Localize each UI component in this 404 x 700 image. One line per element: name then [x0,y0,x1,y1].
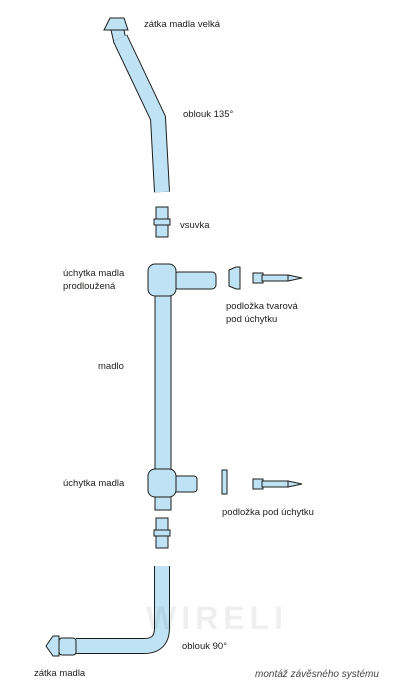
upper-screw-part [252,272,303,284]
caption: montáž závěsného systému [255,669,379,680]
label-connector: vsuvka [180,220,210,231]
label-top-cap: zátka madla velká [144,19,221,30]
bend-135-part [112,34,170,193]
connector-part [153,206,171,238]
label-upper-holder-2: prodloužená [63,281,116,292]
bottom-cap-part [45,635,77,657]
watermark: WIRELI [146,600,288,636]
label-shaped-washer-1: podložka tvarová [226,301,298,312]
lower-screw-part [252,478,303,490]
shaped-washer-part [228,266,241,290]
lower-holder-part [147,468,198,498]
label-bottom-cap: zátka madla [34,668,86,679]
label-bend-90: oblouk 90° [182,641,227,652]
bend-90-part [76,566,170,654]
label-lower-washer: podložka pod úchytku [222,507,314,518]
flat-washer-part [221,469,228,495]
label-shaped-washer-2: pod úchytku [226,314,278,325]
label-lower-holder: úchytka madla [63,478,125,489]
label-bend-135: oblouk 135° [183,109,234,120]
label-rail: madlo [98,361,124,372]
upper-holder-part [147,263,217,297]
lower-connector-part [153,517,171,549]
label-upper-holder-1: úchytka madla [63,268,125,279]
